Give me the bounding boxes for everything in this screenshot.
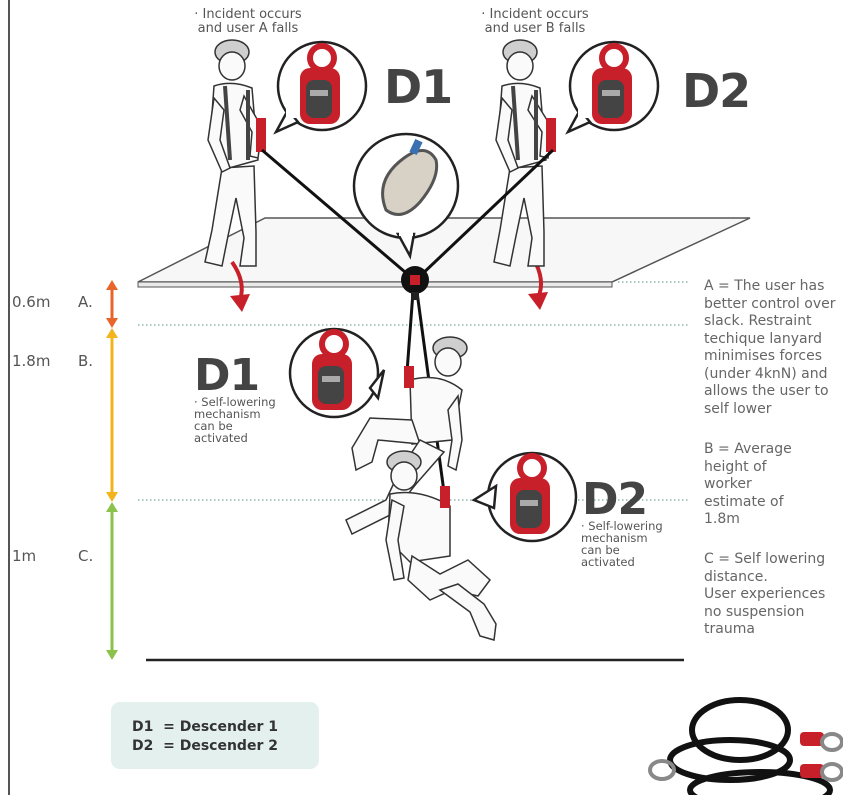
d2-mechanism-note: · Self-lowering mechanism can be activat…	[581, 520, 663, 568]
legend-d1: D1 = Descender 1	[132, 719, 278, 735]
caption-a-line-1: · Incident occurs	[186, 8, 310, 22]
explanation-c-line: User experiences	[704, 586, 839, 604]
explanation-a-line: self lower	[704, 401, 839, 419]
measure-b-letter: B.	[78, 352, 93, 370]
descender-d1-top-callout	[276, 42, 366, 132]
explanation-b-line: 1.8m	[704, 511, 839, 529]
explanation-a-line: (under 4knN) and	[704, 366, 839, 384]
explanation-c-line: no suspension	[704, 604, 839, 622]
d2-fall-label: D2	[582, 474, 647, 525]
lanyard-product-image	[650, 700, 842, 795]
anchor-point	[401, 266, 429, 300]
d2-top-label: D2	[682, 64, 750, 118]
explanation-b-line: estimate of	[704, 494, 839, 512]
explanation-a-line: minimises forces	[704, 348, 839, 366]
measure-c-value: 1m	[12, 547, 36, 565]
explanation-a-line: A = The user has	[704, 278, 839, 296]
caption-user-b-falls: · Incident occurs and user B falls	[473, 8, 597, 36]
descender-legend: D1 = Descender 1 D2 = Descender 2	[111, 702, 319, 769]
explanation-b-line: worker	[704, 476, 839, 494]
worker-a-figure	[205, 40, 262, 266]
explanation-c: C = Self lowering distance. User experie…	[704, 551, 839, 639]
explanation-c-line: trauma	[704, 621, 839, 639]
d2-mech-line-4: activated	[581, 556, 663, 568]
measure-b-value: 1.8m	[12, 352, 50, 370]
d1-fall-label: D1	[194, 350, 259, 401]
caption-b-line-2: and user B falls	[473, 22, 597, 36]
caption-a-line-2: and user A falls	[186, 22, 310, 36]
explanation-a-line: allows the user to	[704, 383, 839, 401]
caption-user-a-falls: · Incident occurs and user A falls	[186, 8, 310, 36]
measure-a-value: 0.6m	[12, 293, 50, 311]
measure-a-letter: A.	[78, 293, 93, 311]
d1-top-label: D1	[384, 60, 452, 114]
legend-d2: D2 = Descender 2	[132, 738, 278, 754]
measure-c-letter: C.	[78, 547, 93, 565]
descender-d2-top-callout	[568, 42, 658, 132]
d1-mech-line-4: activated	[194, 432, 276, 444]
measurement-arrows	[106, 280, 118, 660]
explanation-a-line: better control over	[704, 296, 839, 314]
caption-b-line-1: · Incident occurs	[473, 8, 597, 22]
explanation-c-line: distance.	[704, 569, 839, 587]
explanation-a-line: techique lanyard	[704, 331, 839, 349]
explanation-b-line: B = Average	[704, 441, 839, 459]
explanation-b: B = Average height of worker estimate of…	[704, 441, 839, 529]
explanation-b-line: height of	[704, 459, 839, 477]
descender-d1-fall-callout	[290, 329, 384, 417]
d1-mechanism-note: · Self-lowering mechanism can be activat…	[194, 396, 276, 444]
explanation-a-line: slack. Restraint	[704, 313, 839, 331]
descender-d2-fall-callout	[474, 453, 576, 541]
explanation-a: A = The user has better control over sla…	[704, 278, 839, 418]
explanation-c-line: C = Self lowering	[704, 551, 839, 569]
